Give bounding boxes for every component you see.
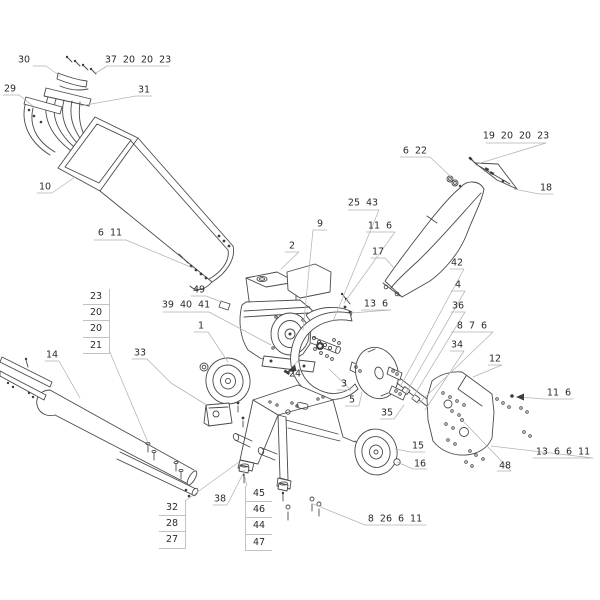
discharge-deflector-drawing [23, 72, 92, 157]
leader-line [2, 94, 34, 107]
leader-line [462, 420, 512, 472]
leader-line [184, 461, 240, 502]
leader-line [242, 469, 248, 487]
leader-line [212, 469, 246, 506]
rotor-disc-drawing [349, 346, 438, 413]
wheel-drawing [354, 428, 401, 476]
pulley-drawing [199, 357, 251, 405]
side-plate-drawing [426, 371, 532, 468]
leader-line [328, 368, 352, 391]
leader-line [93, 239, 194, 269]
leader-line [131, 358, 206, 405]
leader-arrowhead [516, 393, 524, 401]
leader-line [396, 461, 428, 470]
frame-drawing [232, 384, 356, 490]
leader-line [343, 231, 396, 304]
leader-line [332, 209, 380, 322]
discharge-funnel-drawing [57, 116, 235, 311]
leader-lines [2, 65, 594, 526]
chipper-housing-drawing [283, 307, 359, 400]
leader-line [32, 65, 61, 77]
leader-line [370, 257, 395, 269]
leader-line [399, 268, 465, 388]
leader-line [162, 311, 272, 346]
leader-line [424, 350, 465, 411]
leader-line [312, 503, 427, 526]
leader-line [379, 404, 405, 420]
leader-line [405, 290, 466, 394]
support-bars-drawing [0, 356, 53, 401]
leader-line [302, 229, 328, 331]
leader-line [36, 176, 76, 194]
leader-line [280, 251, 300, 270]
leader-line [394, 448, 426, 453]
feed-chute-drawing [382, 181, 485, 298]
leader-line [95, 65, 170, 74]
leader-line [476, 142, 547, 165]
rubber-foot-drawing [203, 402, 233, 427]
leader-line [193, 331, 229, 363]
leader-line [344, 391, 363, 407]
leader-line [411, 311, 466, 400]
leader-line [108, 349, 150, 446]
leader-line [472, 364, 503, 378]
leader-line [513, 188, 554, 195]
leader-line [190, 295, 223, 303]
leader-line [490, 445, 594, 459]
leader-line [517, 396, 574, 400]
leader-arrowhead [287, 364, 297, 372]
leader-line [291, 360, 299, 368]
handle-drawing [36, 389, 199, 497]
leader-line [44, 360, 81, 399]
leader-line [399, 156, 451, 177]
leader-line [350, 309, 392, 314]
fasteners-drawing [6, 55, 478, 521]
leader-line [79, 95, 153, 107]
leader-line [417, 331, 494, 405]
